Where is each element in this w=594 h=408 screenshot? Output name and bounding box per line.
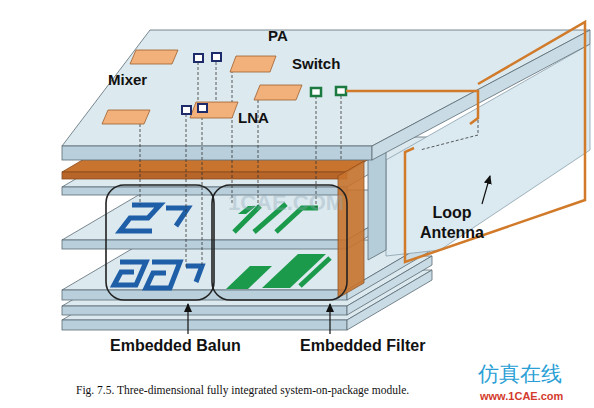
loop-antenna [405,22,585,262]
pad [194,54,203,62]
pad [212,53,221,61]
part-label: Embedded Filter [300,336,425,356]
part-label: Loop Antenna [408,203,496,243]
chip [254,85,302,100]
via-line [198,62,199,100]
chip [130,50,178,64]
pad [198,104,207,112]
via-line [232,70,233,205]
balun-trace [146,262,180,288]
watermark: www.1CAE.com [480,389,563,403]
via-line [186,114,187,268]
leader-arrow [187,304,188,334]
figure-caption: Fig. 7.5. Three-dimensional fully integr… [76,383,409,397]
watermark: 1CAE.COM [228,190,344,216]
balun-trace [120,205,160,231]
chip [230,56,276,72]
part-label: Embedded Balun [110,336,241,356]
balun-trace [114,262,146,285]
leader-arrow [482,176,490,204]
substrate-front [62,320,347,330]
balun-trace [166,208,188,226]
antenna-feed [346,91,478,124]
pads [182,53,346,114]
part-label: PA [268,27,288,45]
substrate-front [62,306,347,315]
top-layer-side [372,30,590,160]
pad [336,87,346,95]
pad [311,88,321,96]
top-layer-front [62,146,372,160]
balun-trace [186,266,202,282]
via-line [216,62,217,100]
part-label: LNA [238,109,269,127]
via-line [140,124,141,205]
pad [182,106,191,114]
top-layer [62,30,590,146]
filter-trace [300,258,330,286]
substrate-front [62,240,347,249]
watermark: 仿真在线 [478,361,562,387]
via-line [202,112,203,266]
shield-wall [338,161,364,298]
chip [102,110,150,124]
leader-arrow [329,304,330,334]
balun-outline [106,185,214,300]
filter-outline [212,185,347,300]
part-label: Mixer [108,71,147,89]
via-line [420,120,478,150]
chip [190,102,238,118]
part-label: Switch [292,55,340,73]
ground-plane-edge [62,172,347,179]
via-line [341,96,342,160]
